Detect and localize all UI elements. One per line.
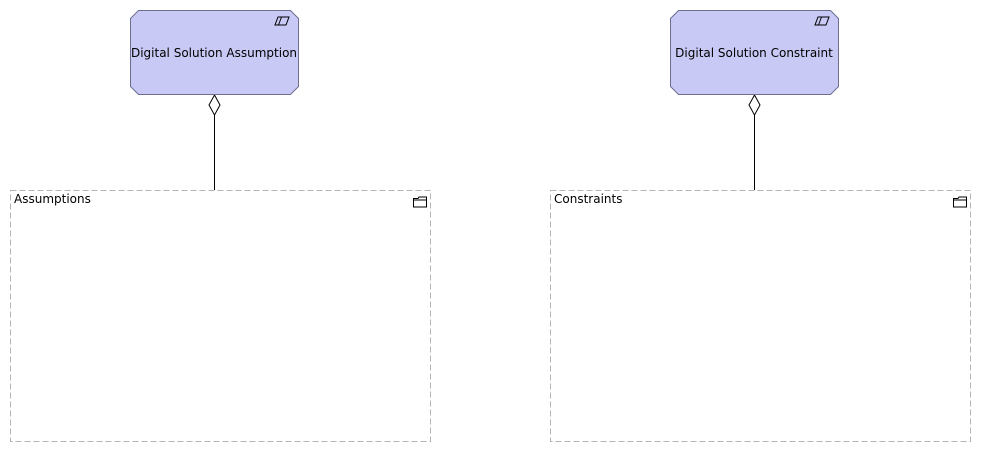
requirement-parallelogram-icon (274, 16, 290, 26)
node-label: Digital Solution Assumption (130, 45, 298, 60)
aggregation-diamond-icon (748, 93, 761, 117)
requirement-parallelogram-icon (814, 16, 830, 26)
folder-icon (953, 196, 967, 208)
node-shape-assumption[interactable] (130, 10, 299, 95)
group-label-assumptions: Assumptions (14, 192, 91, 206)
aggregation-diamond-icon (208, 93, 221, 117)
folder-icon (413, 196, 427, 208)
node-digital-solution-assumption[interactable]: Digital Solution Assumption (130, 10, 298, 95)
group-frame-assumptions[interactable] (10, 190, 431, 442)
node-label: Digital Solution Constraint (675, 45, 833, 60)
group-label-constraints: Constraints (554, 192, 623, 206)
node-shape-constraint[interactable] (670, 10, 839, 95)
node-digital-solution-constraint[interactable]: Digital Solution Constraint (670, 10, 838, 95)
group-frame-constraints[interactable] (550, 190, 971, 442)
